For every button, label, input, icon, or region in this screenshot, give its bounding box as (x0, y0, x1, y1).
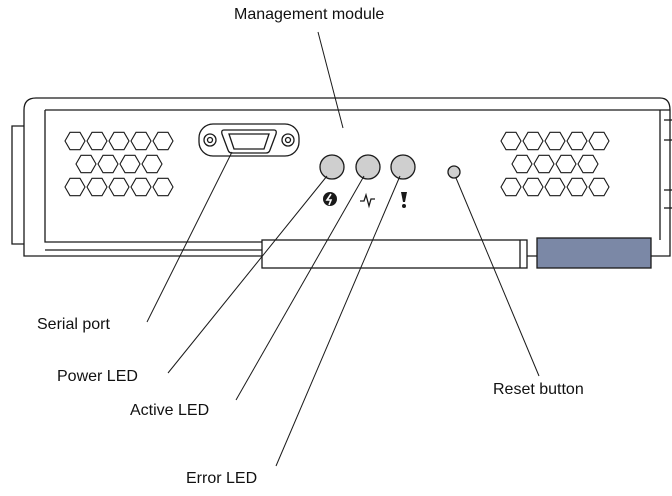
vent-hex (544, 177, 566, 197)
reset-button[interactable] (447, 165, 461, 179)
serial-port-connector[interactable] (198, 123, 300, 157)
vent-hex (97, 154, 119, 174)
vent-hex (119, 154, 141, 174)
power-symbol-icon (323, 192, 337, 206)
vent-hex (588, 131, 610, 151)
leader-error-led (275, 175, 401, 467)
vent-hex (500, 131, 522, 151)
vent-hex (130, 177, 152, 197)
vent-hex (566, 177, 588, 197)
vent-hex (555, 154, 577, 174)
vent-hex (108, 131, 130, 151)
vent-hex (533, 154, 555, 174)
power-led (319, 154, 345, 180)
active-led (355, 154, 381, 180)
label-reset-button: Reset button (493, 381, 584, 398)
vent-hex (86, 131, 108, 151)
activity-pulse-icon (360, 192, 375, 209)
label-power-led: Power LED (57, 368, 138, 385)
leader-power-led (167, 175, 328, 374)
front-panel (44, 110, 262, 243)
label-management-module: Management module (234, 6, 385, 23)
vent-hex (75, 154, 97, 174)
vent-hex (500, 177, 522, 197)
vent-hex (108, 177, 130, 197)
vent-hex (152, 177, 174, 197)
lever-tab[interactable] (536, 237, 652, 269)
vent-hex (522, 131, 544, 151)
vent-hex (141, 154, 163, 174)
leader-reset-button (455, 177, 540, 377)
release-lever[interactable] (261, 239, 528, 269)
error-led (390, 154, 416, 180)
vent-hex (566, 131, 588, 151)
vent-hex (544, 131, 566, 151)
leader-management-module (317, 31, 344, 129)
vent-hex (577, 154, 599, 174)
label-error-led: Error LED (186, 470, 258, 487)
vent-hex (64, 177, 86, 197)
vent-hex (522, 177, 544, 197)
vent-hex (86, 177, 108, 197)
label-serial-port: Serial port (37, 316, 110, 333)
exclamation-icon (401, 192, 407, 208)
vent-grille-right (500, 131, 610, 197)
vent-grille-left (64, 131, 174, 197)
vent-hex (152, 131, 174, 151)
vent-hex (511, 154, 533, 174)
vent-hex (64, 131, 86, 151)
chassis-outline (23, 97, 671, 257)
leader-serial-port (146, 151, 233, 323)
label-active-led: Active LED (130, 402, 210, 419)
vent-hex (130, 131, 152, 151)
left-bracket (11, 125, 24, 245)
vent-hex (588, 177, 610, 197)
leader-active-led (235, 175, 365, 401)
